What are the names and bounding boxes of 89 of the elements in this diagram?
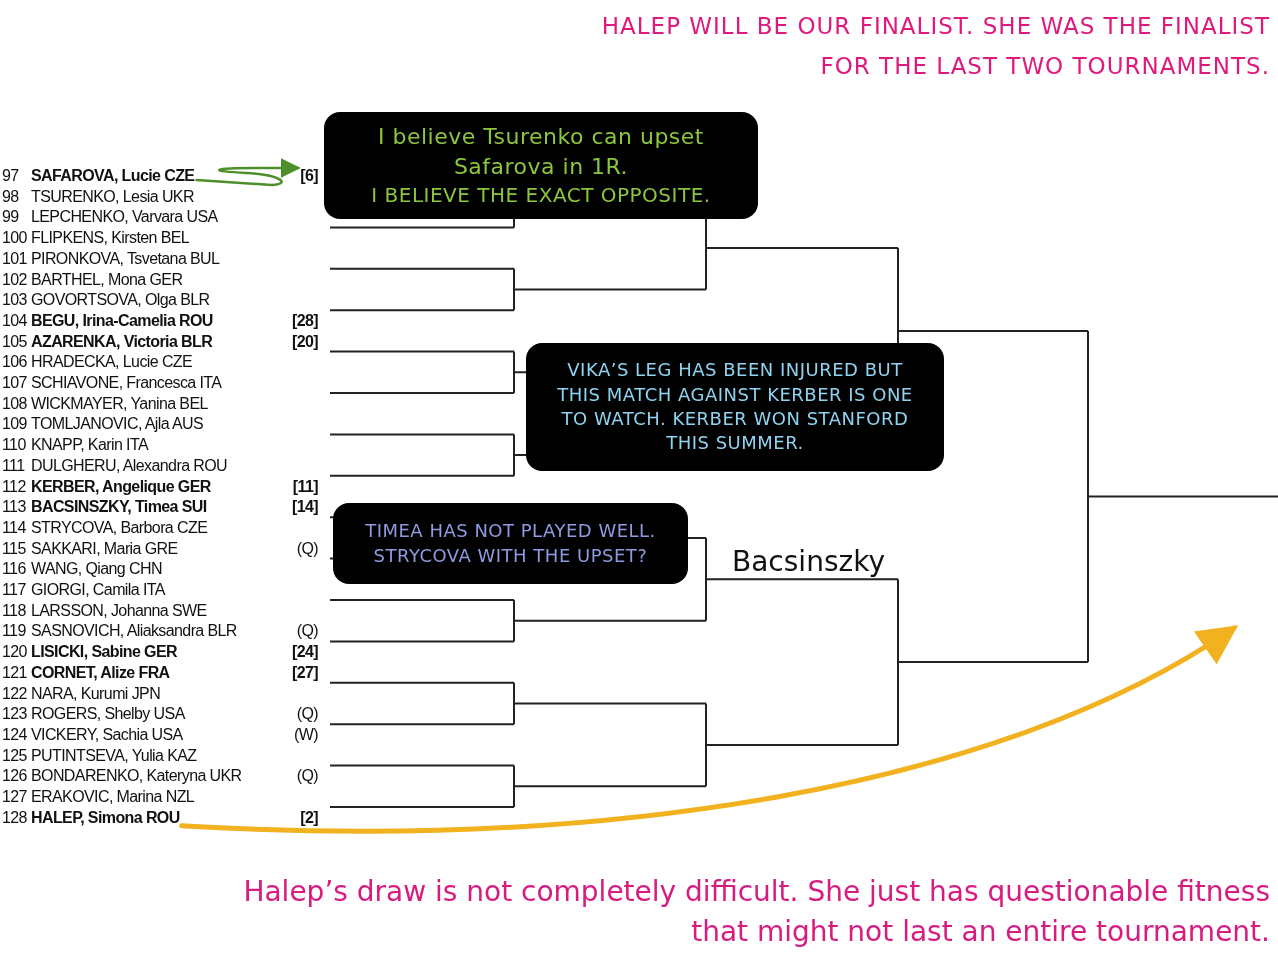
draw-position: 126 — [2, 766, 27, 787]
handwritten-note: Bacsinszky — [732, 545, 885, 578]
player-name: PUTINTSEVA, Yulia KAZ — [31, 745, 197, 766]
player-name: CORNET, Alize FRA — [31, 662, 170, 683]
seed-label: [14] — [291, 497, 318, 518]
draw-position: 107 — [2, 373, 27, 393]
player-name: TSURENKO, Lesia UKR — [31, 186, 194, 207]
callout-text: TIMEA HAS NOT PLAYED WELL. STRYCOVA WITH THE UPSET? — [364, 519, 657, 568]
draw-position: 113 — [2, 497, 26, 518]
player-name: WICKMAYER, Yanina BEL — [31, 393, 208, 414]
player-name: BACSINSZKY, Timea SUI — [31, 497, 207, 518]
draw-position: 99 — [2, 207, 19, 228]
draw-position: 127 — [2, 787, 27, 807]
draw-position: 100 — [2, 228, 27, 249]
draw-position: 108 — [2, 393, 27, 414]
callout-text: I BELIEVE THE EXACT OPPOSITE. — [371, 181, 711, 209]
player-name: FLIPKENS, Kirsten BEL — [31, 228, 190, 249]
callout-text: I believe Tsurenko can upset Safarova in 1R. — [377, 123, 705, 181]
seed-label: (Q) — [296, 621, 318, 642]
draw-position: 110 — [2, 435, 26, 456]
handwritten-note: HALEP WILL BE OUR FINALIST. SHE WAS THE FINALIST FOR THE LAST TWO TOURNAMENTS. — [600, 12, 1270, 81]
player-name: AZARENKA, Victoria BLR — [31, 331, 213, 352]
callout-box — [333, 503, 688, 584]
player-name: BONDARENKO, Kateryna UKR — [31, 766, 242, 787]
draw-position: 111 — [2, 455, 25, 476]
draw-position: 112 — [2, 476, 26, 497]
draw-position: 102 — [2, 269, 27, 290]
player-name: VICKERY, Sachia USA — [31, 724, 183, 745]
draw-position: 128 — [2, 807, 27, 828]
callout-box — [526, 343, 944, 471]
draw-position: 116 — [2, 559, 26, 580]
draw-position: 98 — [2, 186, 19, 207]
draw-position: 117 — [2, 580, 26, 600]
draw-position: 121 — [2, 662, 27, 683]
draw-position: 115 — [2, 538, 26, 559]
draw-position: 103 — [2, 290, 27, 311]
player-name: SCHIAVONE, Francesca ITA — [31, 373, 222, 393]
seed-label: (Q) — [296, 538, 318, 559]
player-name: HALEP, Simona ROU — [31, 807, 180, 828]
player-name: KNAPP, Karin ITA — [31, 435, 148, 456]
seed-label: [20] — [291, 331, 318, 352]
seed-label: [28] — [291, 310, 318, 331]
player-name: SAFAROVA, Lucie CZE — [31, 166, 195, 186]
draw-position: 97 — [2, 166, 19, 186]
seed-label: (W) — [294, 724, 318, 745]
player-name: BARTHEL, Mona GER — [31, 269, 183, 290]
seed-label: [24] — [291, 642, 318, 663]
player-name: LARSSON, Johanna SWE — [31, 600, 207, 621]
seed-label: (Q) — [296, 704, 318, 725]
draw-position: 124 — [2, 724, 27, 745]
seed-label: (Q) — [296, 766, 318, 787]
seed-label: [27] — [291, 662, 318, 683]
player-name: HRADECKA, Lucie CZE — [31, 352, 193, 373]
seed-label: [11] — [292, 476, 318, 497]
draw-position: 122 — [2, 683, 27, 704]
player-name: WANG, Qiang CHN — [31, 559, 162, 580]
player-name: ERAKOVIC, Marina NZL — [31, 787, 195, 807]
callout-text: VIKA’S LEG HAS BEEN INJURED BUT THIS MATCH AGAINST KERBER IS ONE TO WATCH. KERBER WON STANFORD THIS SUMMER. — [556, 358, 914, 456]
player-name: GIORGI, Camila ITA — [31, 580, 165, 600]
player-name: NARA, Kurumi JPN — [31, 683, 161, 704]
player-name: SASNOVICH, Aliaksandra BLR — [31, 621, 237, 642]
handwritten-note: Halep’s draw is not completely difficult. She just has questionable fitness that might not last an entire tournament. — [242, 874, 1270, 950]
draw-position: 120 — [2, 642, 27, 663]
arrow — [179, 625, 1239, 834]
draw-position: 104 — [2, 310, 27, 331]
draw-position: 123 — [2, 704, 27, 725]
player-name: PIRONKOVA, Tsvetana BUL — [31, 248, 220, 269]
seed-label: [2] — [300, 807, 318, 828]
player-name: LISICKI, Sabine GER — [31, 642, 177, 663]
player-name: STRYCOVA, Barbora CZE — [31, 517, 208, 538]
player-name: BEGU, Irina-Camelia ROU — [31, 310, 213, 331]
arrow — [195, 158, 301, 187]
draw-position: 109 — [2, 414, 27, 435]
player-name: GOVORTSOVA, Olga BLR — [31, 290, 210, 311]
draw-position: 119 — [2, 621, 26, 642]
player-name: TOMLJANOVIC, Ajla AUS — [31, 414, 204, 435]
draw-position: 118 — [2, 600, 26, 621]
draw-position: 114 — [2, 517, 26, 538]
seed-label: [6] — [300, 166, 318, 186]
draw-position: 105 — [2, 331, 27, 352]
draw-position: 125 — [2, 745, 27, 766]
player-name: ROGERS, Shelby USA — [31, 704, 185, 725]
callout-box — [324, 112, 758, 219]
player-name: LEPCHENKO, Varvara USA — [31, 207, 218, 228]
draw-position: 101 — [2, 248, 27, 269]
player-name: SAKKARI, Maria GRE — [31, 538, 178, 559]
player-name: DULGHERU, Alexandra ROU — [31, 455, 228, 476]
draw-position: 106 — [2, 352, 27, 373]
player-name: KERBER, Angelique GER — [31, 476, 211, 497]
